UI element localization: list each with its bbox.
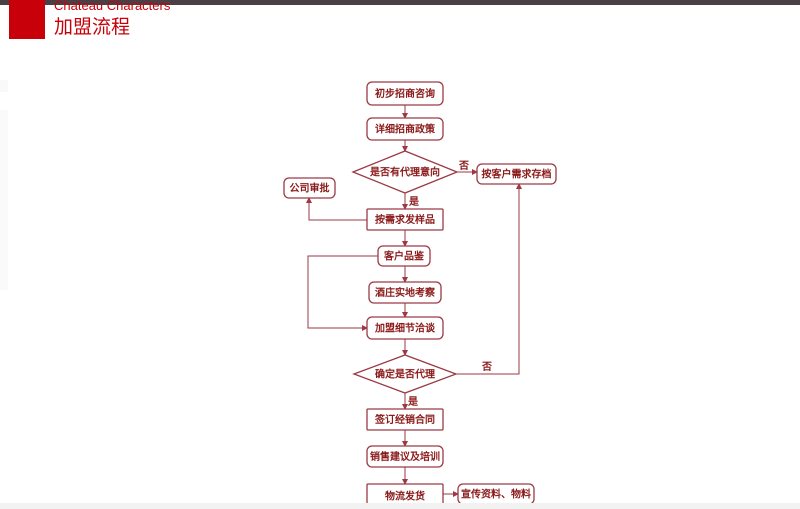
node-label: 客户品鉴 — [383, 250, 425, 263]
process-box — [368, 281, 442, 304]
decision-diamond — [351, 150, 459, 194]
process-node: 签订经销合同 — [366, 408, 444, 431]
bottom-bar — [0, 503, 800, 509]
page-subtitle: Chateau Characters — [54, 0, 171, 13]
node-label: 公司审批 — [290, 182, 330, 195]
process-node: 初步招商咨询 — [366, 81, 444, 106]
node-label: 销售建议及培训 — [370, 450, 440, 463]
node-label: 物流发货 — [385, 490, 425, 503]
arrow-n4-n6 — [307, 255, 378, 331]
process-node: 酒庄实地考察 — [368, 281, 442, 304]
process-box — [476, 163, 557, 185]
flowchart-edges — [306, 105, 522, 497]
process-box — [366, 316, 444, 340]
process-box — [366, 117, 444, 141]
node-label: 详细招商政策 — [375, 123, 436, 136]
process-box — [366, 81, 444, 106]
process-box — [377, 245, 431, 267]
process-node: 按需求发样品 — [366, 208, 444, 231]
node-label: 是否有代理意向 — [369, 166, 440, 179]
process-node: 加盟细节洽谈 — [366, 316, 444, 340]
process-box — [283, 177, 336, 199]
node-label: 初步招商咨询 — [375, 87, 435, 100]
process-node: 销售建议及培训 — [366, 445, 444, 468]
decision-node: 是否有代理意向 — [351, 150, 459, 194]
arrow-n3-approve — [306, 197, 367, 221]
node-label: 确定是否代理 — [375, 368, 435, 381]
process-node: 按客户需求存档 — [476, 163, 557, 185]
node-label: 按需求发样品 — [375, 213, 435, 226]
edge-label: 是 — [408, 196, 419, 208]
decision-node: 确定是否代理 — [352, 354, 458, 394]
node-label: 宣传资料、物料 — [461, 488, 531, 501]
process-node: 详细招商政策 — [366, 117, 444, 141]
node-label: 签订经销合同 — [374, 413, 435, 426]
node-label: 酒庄实地考察 — [375, 286, 436, 299]
process-box — [366, 208, 444, 231]
page-title: 加盟流程 — [54, 16, 131, 38]
process-node: 宣传资料、物料 — [457, 483, 535, 505]
top-bar — [0, 0, 800, 5]
edge-label: 是 — [407, 396, 418, 408]
process-box — [366, 445, 444, 468]
edge-label: 否 — [458, 160, 469, 172]
decision-diamond — [352, 354, 458, 394]
node-label: 加盟细节洽谈 — [374, 322, 436, 335]
process-box — [366, 408, 444, 431]
node-label: 按客户需求存档 — [482, 168, 552, 181]
left-edge-strip — [0, 110, 8, 290]
process-node: 公司审批 — [283, 177, 336, 199]
process-node: 客户品鉴 — [377, 245, 431, 267]
arrow-d2-archive — [456, 183, 522, 375]
brand-red-square — [9, 0, 45, 39]
edge-label: 否 — [481, 361, 492, 373]
left-edge-strip — [0, 80, 8, 92]
